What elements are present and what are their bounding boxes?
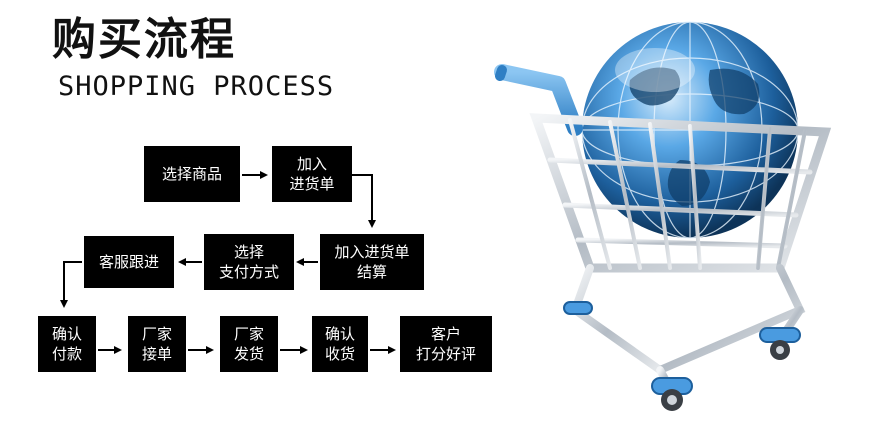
step-label: 进货单 bbox=[289, 175, 335, 193]
step-payment: 选择 支付方式 bbox=[204, 234, 294, 290]
step-label: 厂家 bbox=[233, 325, 264, 343]
arrow-support-to-confirm-pay bbox=[60, 261, 82, 308]
step-label: 选择商品 bbox=[161, 165, 222, 183]
step-label: 确认 bbox=[324, 325, 355, 343]
step-label: 打分好评 bbox=[415, 345, 476, 363]
shopping-cart-with-globe-icon bbox=[494, 21, 832, 411]
step-label: 客服跟进 bbox=[98, 253, 159, 271]
cart-wheels bbox=[563, 301, 801, 411]
step-support: 客服跟进 bbox=[84, 236, 174, 288]
step-checkout: 加入进货单 结算 bbox=[320, 234, 424, 290]
step-label: 客户 bbox=[430, 325, 461, 343]
step-confirm-receipt: 确认 收货 bbox=[312, 316, 368, 372]
step-label: 结算 bbox=[356, 263, 387, 281]
step-label: 支付方式 bbox=[218, 263, 279, 281]
step-label: 收货 bbox=[324, 345, 355, 363]
step-label: 接单 bbox=[141, 345, 172, 363]
step-confirm-payment: 确认 付款 bbox=[38, 316, 96, 372]
step-add-to-list: 加入 进货单 bbox=[272, 146, 352, 202]
step-label: 加入 bbox=[296, 155, 327, 173]
cart-frame bbox=[570, 264, 806, 392]
step-label: 选择 bbox=[233, 243, 264, 261]
step-select-goods: 选择商品 bbox=[144, 146, 240, 202]
step-label: 厂家 bbox=[141, 325, 172, 343]
step-label: 付款 bbox=[51, 345, 82, 363]
page-title: 购买流程 bbox=[52, 14, 236, 65]
step-label: 发货 bbox=[233, 345, 264, 363]
step-factory-ship: 厂家 发货 bbox=[220, 316, 278, 372]
step-factory-accept: 厂家 接单 bbox=[128, 316, 186, 372]
step-label: 确认 bbox=[51, 325, 82, 343]
arrow-add-to-checkout bbox=[352, 174, 376, 228]
step-label: 加入进货单 bbox=[334, 243, 410, 261]
cart-handle bbox=[494, 64, 583, 136]
page-subtitle: SHOPPING PROCESS bbox=[58, 71, 335, 102]
step-review: 客户 打分好评 bbox=[400, 316, 492, 372]
